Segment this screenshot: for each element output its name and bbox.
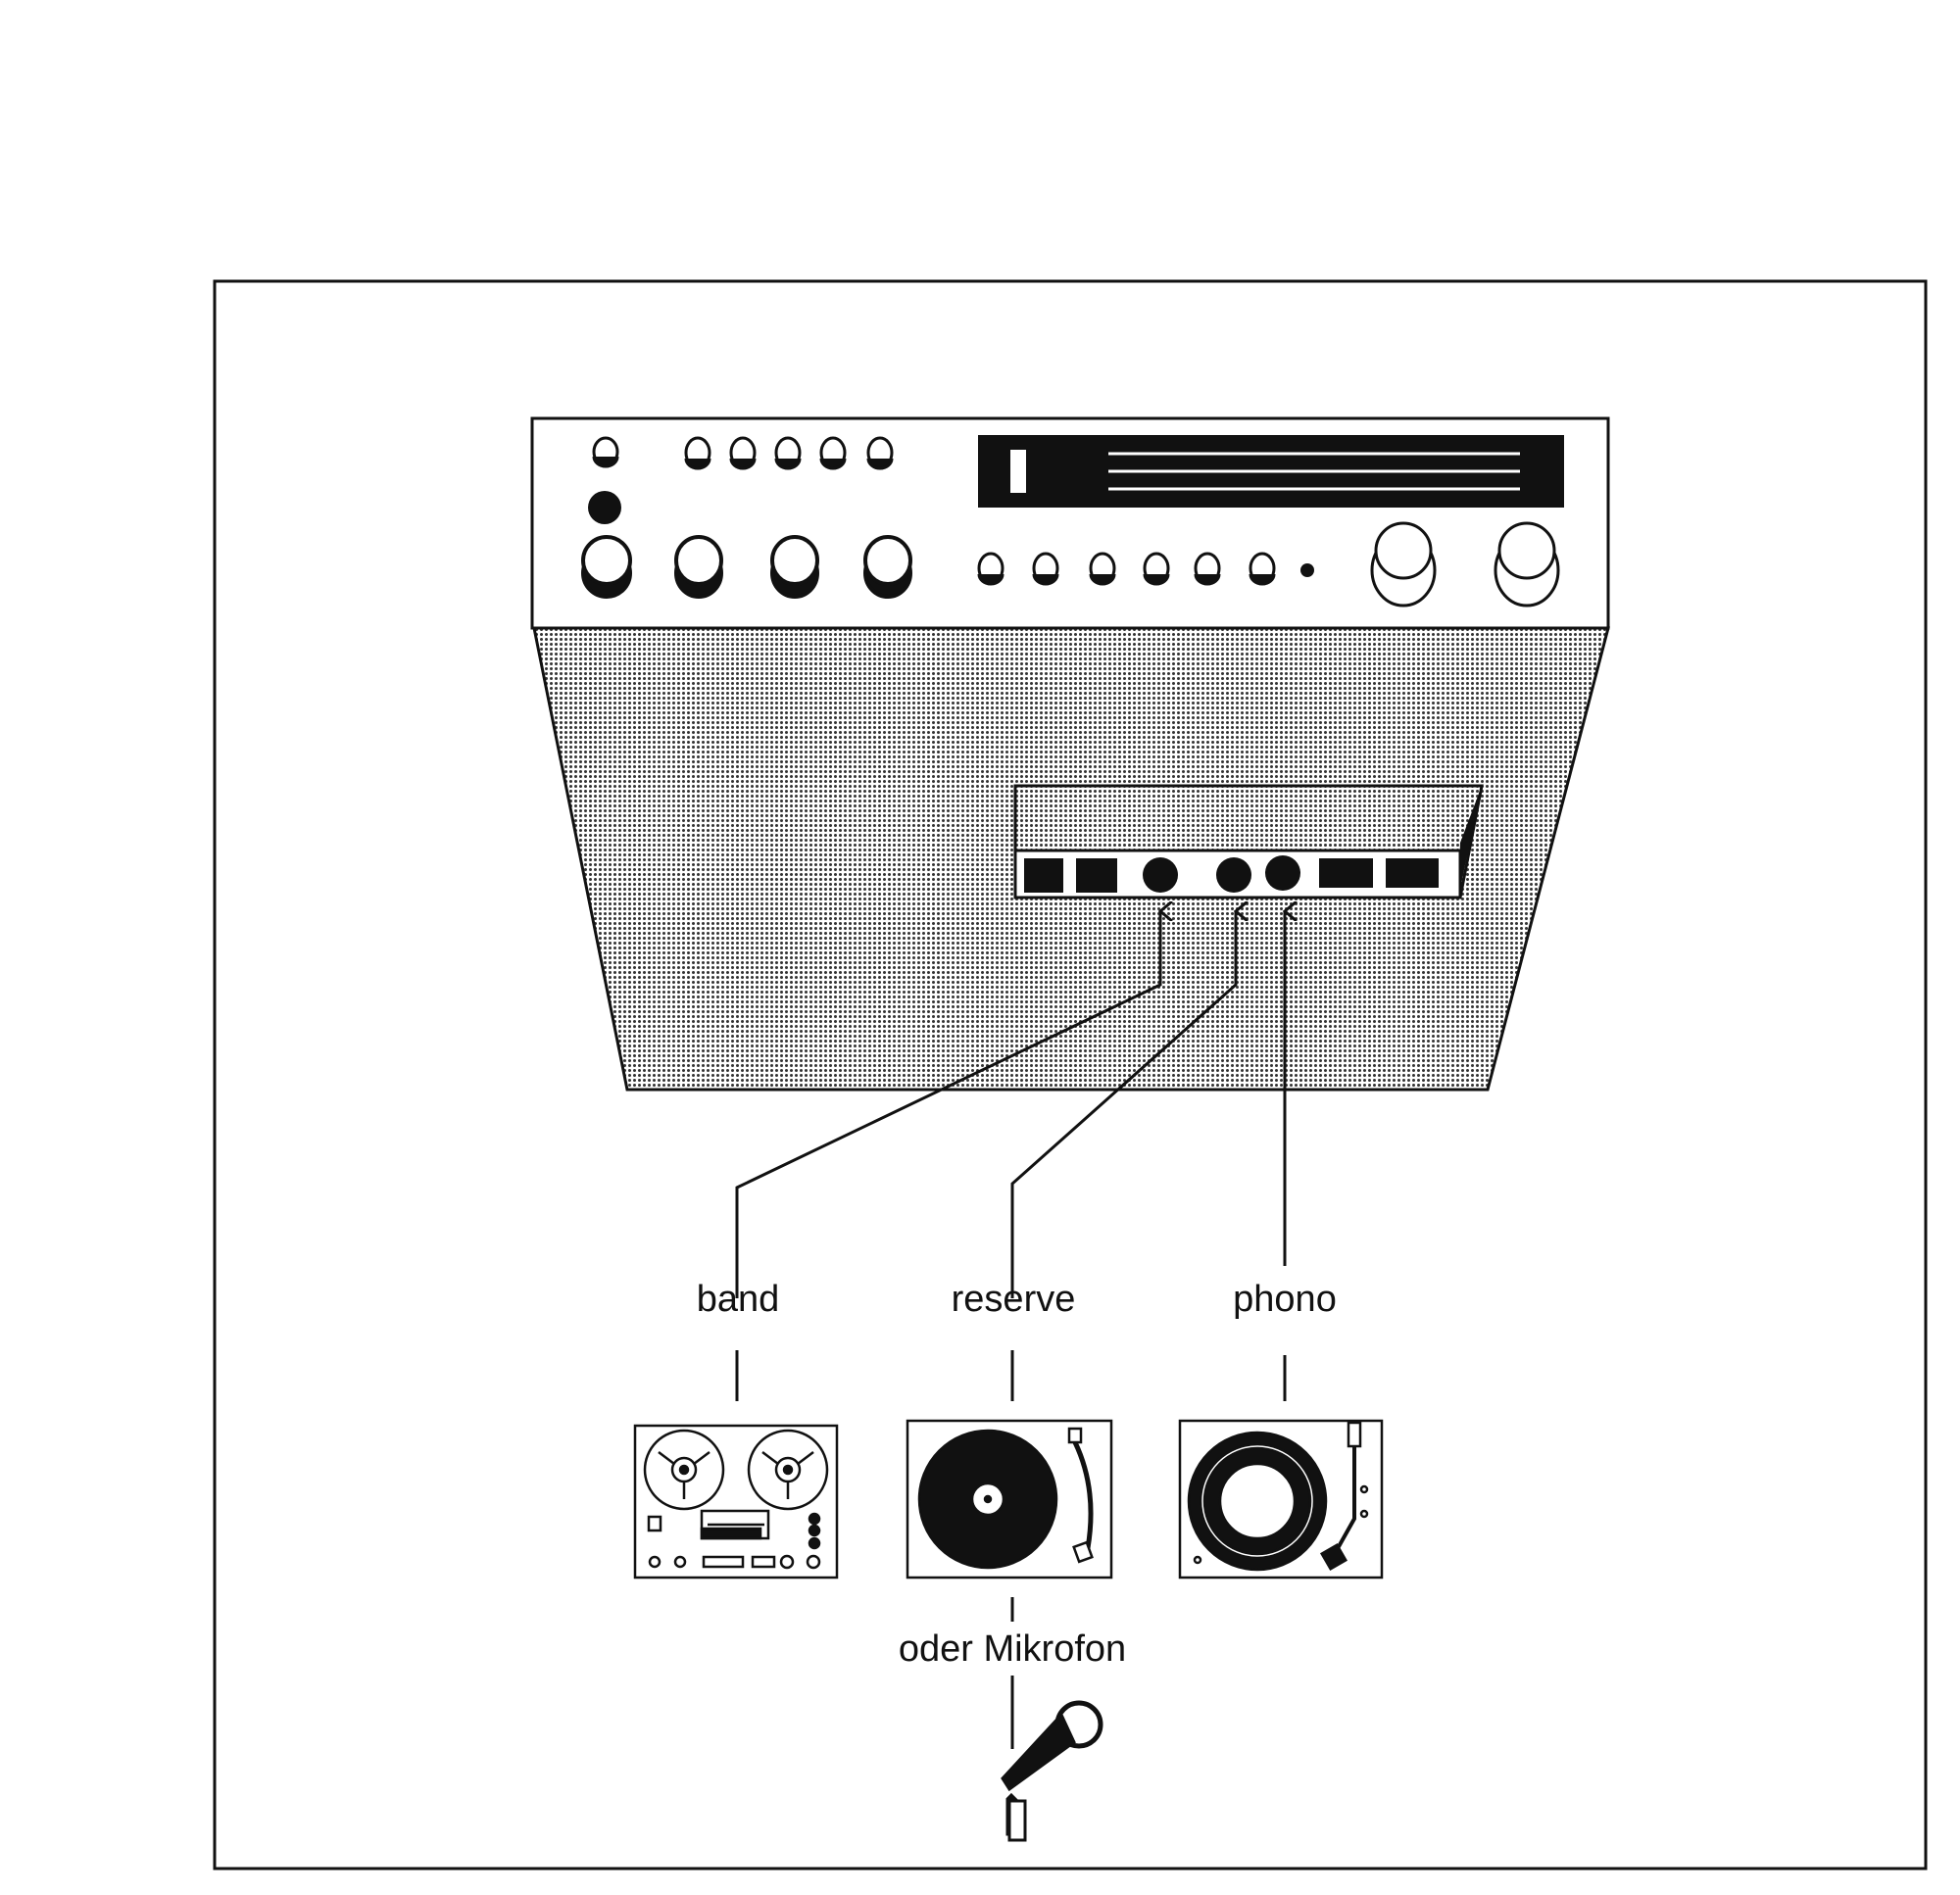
socket-phono (1265, 855, 1300, 891)
label-band: band (697, 1279, 780, 1320)
power-button (588, 491, 621, 524)
small-knobs-bottom (977, 552, 1276, 586)
label-microphone: oder Mikrofon (899, 1628, 1126, 1670)
socket-band (1143, 857, 1178, 893)
reserve-cable (1010, 911, 1236, 1298)
socket-3 (1319, 858, 1373, 888)
record-player-icon (1178, 1419, 1384, 1579)
volume-dials (1370, 521, 1560, 607)
indicator-dot (1300, 563, 1314, 577)
tuner-display (978, 435, 1564, 508)
socket-1 (1024, 858, 1063, 893)
reel-tape-recorder-icon (633, 1424, 839, 1579)
label-phono: phono (1233, 1279, 1337, 1320)
band-cable (735, 911, 1160, 1298)
small-knobs-top (592, 436, 894, 470)
amplifier-icon (530, 416, 1610, 1092)
socket-reserve (1216, 857, 1251, 893)
input-panel (1013, 784, 1484, 899)
turntable-icon (906, 1419, 1113, 1579)
microphone-icon (1001, 1700, 1103, 1842)
label-reserve: reserve (952, 1279, 1076, 1320)
frame (213, 279, 1928, 1871)
large-knobs (581, 535, 912, 599)
socket-2 (1076, 858, 1117, 893)
socket-4 (1386, 858, 1439, 888)
connection-lines (735, 911, 1285, 1749)
